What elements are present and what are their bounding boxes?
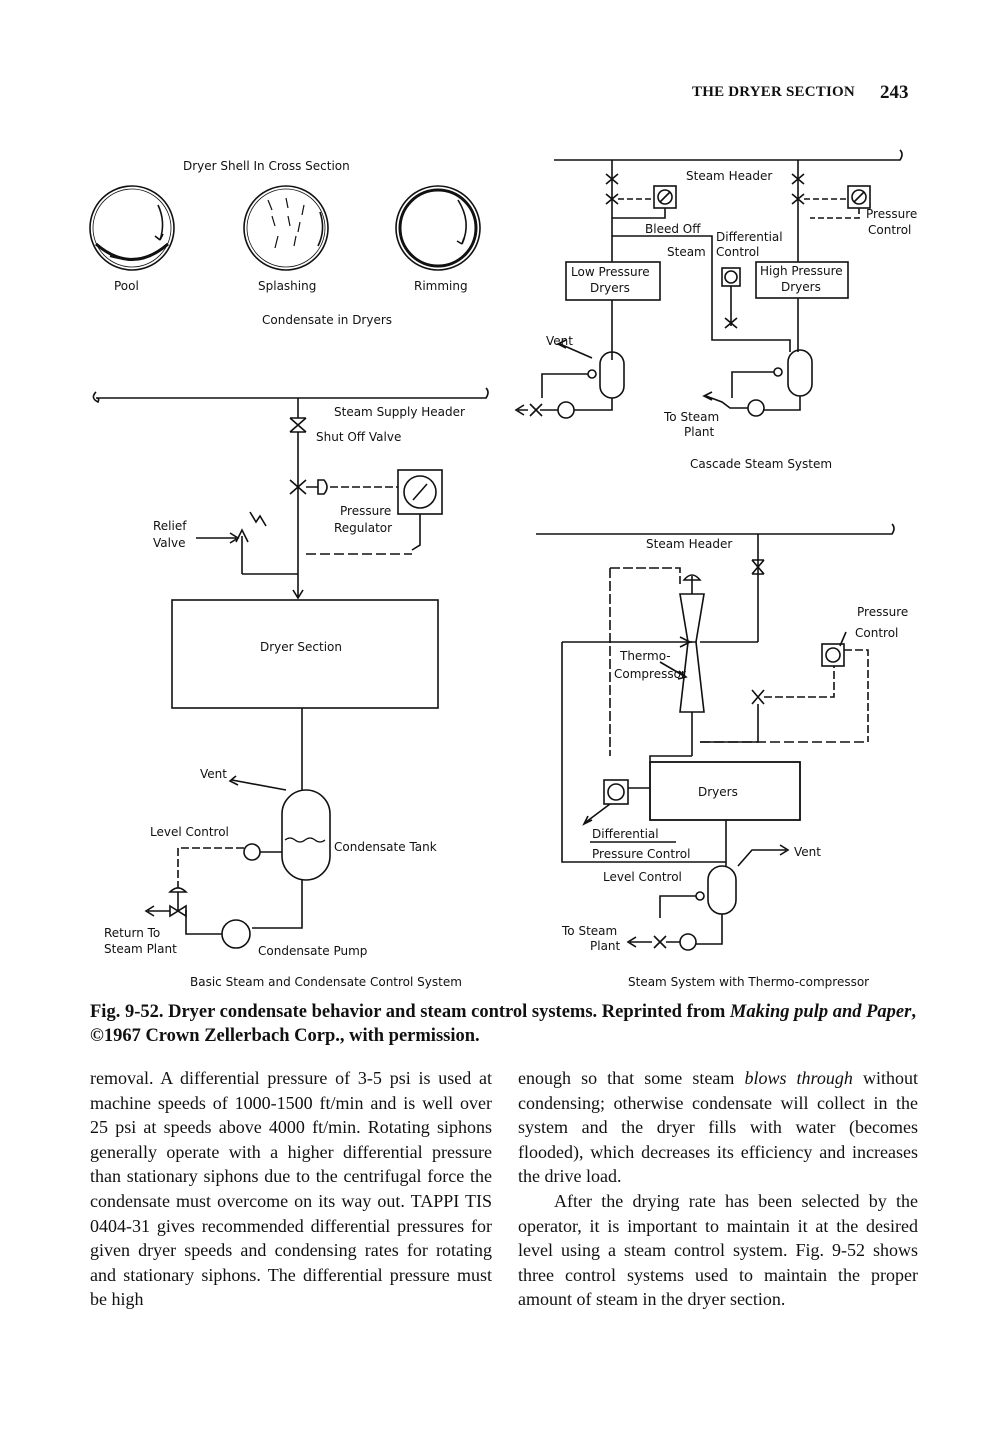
steam-supply-header-label: Steam Supply Header	[334, 405, 465, 419]
relief-label: Relief	[153, 519, 187, 533]
pool-label: Pool	[114, 279, 139, 293]
page-number: 243	[880, 82, 909, 103]
vent-label: Vent	[200, 767, 227, 781]
compressor-label: Compressor	[614, 667, 686, 681]
thermo-pressure-label: Pressure	[857, 605, 908, 619]
cascade-vent-label: Vent	[546, 334, 573, 348]
pressure-label: Pressure	[340, 504, 391, 518]
low-pressure-label: Low Pressure	[571, 265, 650, 279]
basic-title-label: Basic Steam and Condensate Control Syste…	[190, 975, 462, 989]
condensate-tank-label: Condensate Tank	[334, 840, 437, 854]
shut-off-valve-label: Shut Off Valve	[316, 430, 401, 444]
differential-pressure-control-label: Pressure Control	[592, 847, 690, 861]
right-p1-start: enough so that some steam	[518, 1068, 745, 1088]
low-dryers-label: Dryers	[590, 281, 630, 295]
right-paragraph-1: enough so that some steam blows through …	[518, 1066, 918, 1189]
right-paragraph-2: After the drying rate has been selected …	[518, 1190, 918, 1310]
cascade-title-label: Cascade Steam System	[690, 457, 832, 471]
caption-prefix: Fig. 9-52. Dryer condensate behavior and…	[90, 1002, 730, 1022]
caption-italic-title: Making pulp and Paper	[729, 1002, 912, 1022]
dryer-shell-diagram: Dryer Shell In Cross Section Pool Splash…	[89, 159, 481, 327]
cascade-to-steam-label: To Steam	[663, 410, 719, 424]
left-paragraph: removal. A differential pressure of 3-5 …	[90, 1068, 492, 1310]
valve-label: Valve	[153, 536, 185, 550]
thermo-vent-label: Vent	[794, 845, 821, 859]
caption-suffix: , ©1967 Crown Zellerbach Corp., with per…	[90, 1002, 916, 1046]
thermo-steam-header-label: Steam Header	[646, 537, 732, 551]
cascade-plant-label: Plant	[684, 425, 715, 439]
differential-label: Differential	[716, 230, 783, 244]
right-p1-italic: blows through	[744, 1068, 853, 1088]
running-header: THE DRYER SECTION	[692, 84, 855, 100]
rimming-label: Rimming	[414, 279, 468, 293]
thermo-level-control-label: Level Control	[603, 870, 682, 884]
cascade-system-diagram: Steam Header Bleed Off Steam Differentia…	[514, 149, 917, 471]
figure-caption: Fig. 9-52. Dryer condensate behavior and…	[90, 1000, 920, 1048]
level-control-label: Level Control	[150, 825, 229, 839]
condensate-pump-label: Condensate Pump	[258, 944, 367, 958]
dryer-shell-title: Dryer Shell In Cross Section	[183, 159, 350, 173]
body-left-column: removal. A differential pressure of 3-5 …	[90, 1066, 492, 1312]
differential-pressure-label: Differential	[592, 827, 659, 841]
thermo-dryers-label: Dryers	[698, 785, 738, 799]
thermo-label: Thermo-	[619, 649, 671, 663]
figure-diagrams: Dryer Shell In Cross Section Pool Splash…	[89, 149, 917, 989]
steam-header-label: Steam Header	[686, 169, 772, 183]
high-dryers-label: Dryers	[781, 280, 821, 294]
thermo-title-label: Steam System with Thermo-compressor	[628, 975, 869, 989]
thermocompressor-system-diagram: Steam Header Thermo- Compressor Pressure…	[536, 523, 908, 989]
dryer-section-label: Dryer Section	[260, 640, 342, 654]
regulator-label: Regulator	[334, 521, 392, 535]
steam-label: Steam	[667, 245, 706, 259]
pressure-control-label-2: Control	[868, 223, 911, 237]
thermo-to-steam-label: To Steam	[561, 924, 617, 938]
condensate-in-dryers-label: Condensate in Dryers	[262, 313, 392, 327]
control-label: Control	[716, 245, 759, 259]
pressure-control-label-1: Pressure	[866, 207, 917, 221]
bleed-off-label: Bleed Off	[645, 222, 701, 236]
thermo-control-label: Control	[855, 626, 898, 640]
high-pressure-label: High Pressure	[760, 264, 843, 278]
splashing-label: Splashing	[258, 279, 316, 293]
return-to-label: Return To	[104, 926, 160, 940]
thermo-plant-label: Plant	[590, 939, 621, 953]
right-p1-end: without condensing; otherwise condensate…	[518, 1068, 918, 1187]
basic-control-system-diagram: Steam Supply Header Shut Off Valve Press…	[92, 387, 489, 989]
steam-plant-label: Steam Plant	[104, 942, 177, 956]
body-right-column: enough so that some steam blows through …	[518, 1066, 918, 1312]
